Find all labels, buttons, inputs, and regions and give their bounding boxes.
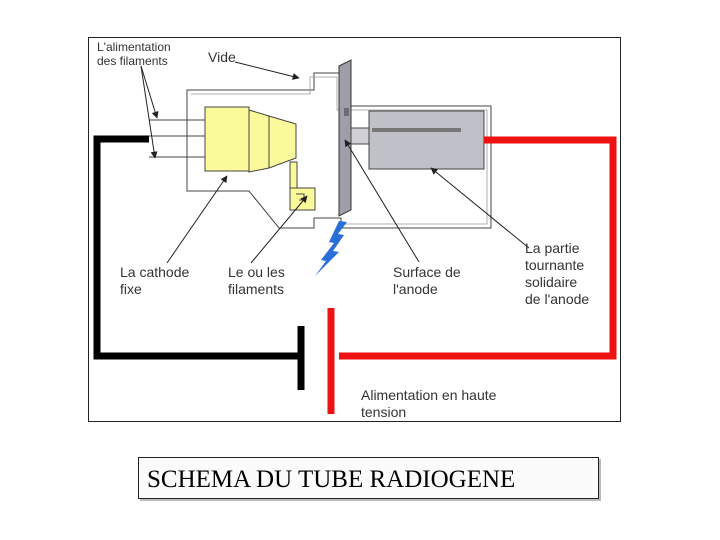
xray-bolt-icon	[315, 221, 347, 276]
label-filament-supply: L'alimentation des filaments	[97, 40, 171, 68]
positive-wire	[339, 136, 617, 360]
label-anode-surface: Surface de l'anode	[393, 264, 461, 297]
xray-tube-diagram: L'alimentation des filaments Vide La cat…	[88, 37, 621, 422]
caption-box: SCHEMA DU TUBE RADIOGENE	[138, 457, 599, 499]
diagram-drawing	[93, 59, 617, 414]
label-cathode: La cathode fixe	[120, 264, 190, 297]
rotor	[368, 110, 485, 170]
glass-envelope-inner	[191, 76, 488, 225]
label-vacuum: Vide	[208, 49, 236, 65]
caption-title: SCHEMA DU TUBE RADIOGENE	[147, 466, 516, 493]
anode-shaft	[350, 127, 370, 145]
label-hv-supply: Alimentation en haute tension	[361, 387, 497, 420]
cathode	[204, 106, 316, 211]
label-filaments: Le ou les filaments	[228, 264, 285, 297]
anode-disc	[338, 59, 352, 217]
leader-arrows	[140, 61, 530, 264]
negative-wire	[93, 135, 301, 360]
label-rotating-part: La partie tournante solidaire de l'anode	[525, 240, 590, 307]
